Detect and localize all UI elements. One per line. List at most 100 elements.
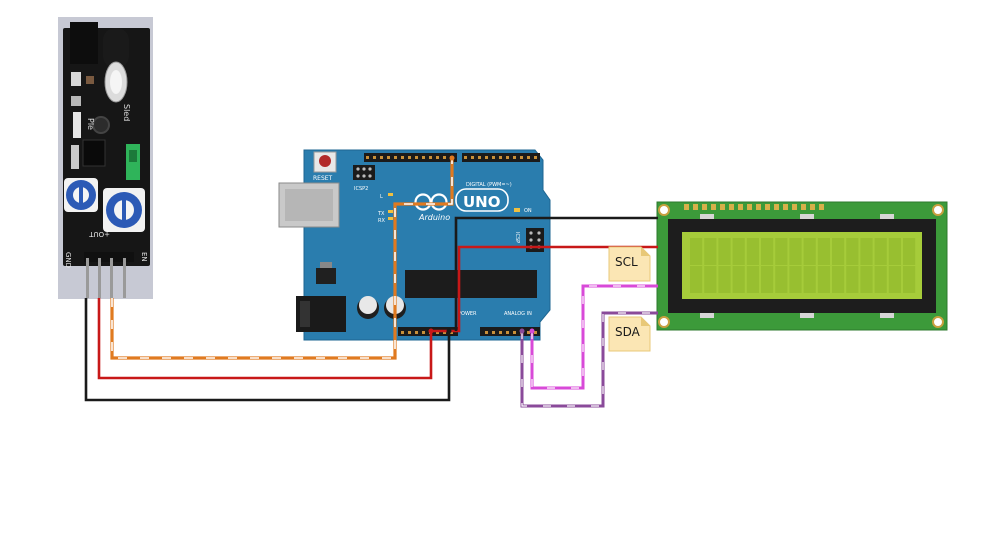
lcd-character-cell	[846, 238, 859, 265]
sensor-ic	[82, 139, 106, 167]
ir-sensor-module: Ple Sled GND +OUT EN	[58, 17, 153, 299]
lcd-pin-header	[684, 204, 824, 210]
lcd-character-cell	[690, 266, 703, 293]
lcd-header-pin	[711, 204, 716, 210]
lcd-character-cell	[746, 238, 759, 265]
lcd-character-cell	[888, 238, 901, 265]
lcd-header-pin	[729, 204, 734, 210]
lcd-header-pin	[684, 204, 689, 210]
potentiometer-left	[64, 178, 98, 212]
led-l-label: L	[380, 194, 383, 200]
lcd-character-cell	[860, 238, 873, 265]
lcd-character-cell	[704, 266, 717, 293]
lcd-header-pin	[774, 204, 779, 210]
wires	[84, 155, 658, 408]
lcd-header-pin	[783, 204, 788, 210]
lcd-character-cell	[803, 238, 816, 265]
lcd-header-pin	[819, 204, 824, 210]
digital-header-upper	[364, 153, 540, 162]
sensor-silk-left: Ple	[86, 118, 95, 130]
lcd-character-cell	[789, 266, 802, 293]
capacitor-1	[357, 296, 379, 319]
lcd-character-cell	[732, 266, 745, 293]
led-l	[388, 193, 393, 196]
wire-black-gnd-sensor	[84, 298, 451, 402]
voltage-regulator	[316, 268, 336, 284]
lcd-character-cell	[860, 266, 873, 293]
lcd-character-cell	[732, 238, 745, 265]
reset-label: RESET	[313, 175, 333, 182]
arduino-brand: Arduino	[418, 213, 450, 222]
lcd-character-cell	[903, 238, 916, 265]
wire-magenta-scl	[530, 284, 658, 390]
arduino-logo	[414, 193, 448, 211]
sensor-pin-1	[86, 258, 89, 298]
lcd-mount-hole-tr	[932, 204, 944, 216]
icsp-label: ICSP	[514, 232, 520, 243]
lcd-character-cell	[718, 238, 731, 265]
wire-red-vcc-lcd	[431, 245, 658, 333]
sensor-pin-en: EN	[140, 252, 148, 262]
arduino-uno-board: RESET ICSP2 DIGITAL (PWM=~) L TX RX Ardu…	[278, 149, 551, 341]
lcd-mount-hole-bl	[658, 316, 670, 328]
scl-label: SCL	[615, 255, 638, 269]
lcd-character-cell	[718, 266, 731, 293]
ir-receiver	[70, 22, 98, 64]
lcd-character-grid	[690, 238, 916, 293]
lcd-mount-hole-tl	[658, 204, 670, 216]
analog-header	[480, 327, 540, 336]
sensor-silk-right: Sled	[122, 104, 131, 121]
icsp2-label: ICSP2	[354, 186, 368, 192]
lcd-mount-hole-br	[932, 316, 944, 328]
sensor-pin-3	[110, 258, 113, 298]
lcd-character-cell	[832, 238, 845, 265]
sensor-pin-out: +OUT	[89, 230, 110, 238]
arduino-model: UNO	[463, 193, 501, 211]
lcd-character-cell	[761, 266, 774, 293]
lcd-header-pin	[747, 204, 752, 210]
lcd-character-cell	[874, 238, 887, 265]
lcd-header-pin	[720, 204, 725, 210]
lcd-character-cell	[817, 266, 830, 293]
power-label: POWER	[458, 311, 477, 317]
lcd-character-cell	[874, 266, 887, 293]
lcd-character-cell	[746, 266, 759, 293]
led-tx	[388, 210, 393, 213]
lcd-character-cell	[704, 238, 717, 265]
wire-red-vcc-sensor	[97, 298, 433, 380]
led-rx-label: RX	[378, 218, 385, 224]
led-tx-label: TX	[377, 211, 385, 217]
lcd-header-pin	[765, 204, 770, 210]
power-header	[398, 327, 458, 336]
lcd-character-cell	[888, 266, 901, 293]
sda-label: SDA	[615, 325, 641, 339]
lcd-character-cell	[846, 266, 859, 293]
atmega-chip	[405, 270, 537, 298]
sda-note: SDA	[608, 316, 651, 352]
wire-black-gnd-lcd	[454, 216, 658, 331]
lcd-header-pin	[801, 204, 806, 210]
lcd-header-pin	[756, 204, 761, 210]
icsp-header	[526, 228, 544, 252]
sensor-pin-2	[98, 258, 101, 298]
lcd-header-pin	[693, 204, 698, 210]
lcd-header-pin	[702, 204, 707, 210]
lcd-character-cell	[775, 266, 788, 293]
on-led	[514, 208, 520, 212]
lcd-character-cell	[803, 266, 816, 293]
on-label: ON	[524, 208, 532, 214]
lcd-character-cell	[789, 238, 802, 265]
digital-label: DIGITAL (PWM=~)	[466, 182, 512, 188]
lcd-character-cell	[775, 238, 788, 265]
mount-hole	[92, 116, 110, 134]
lcd-character-cell	[832, 266, 845, 293]
lcd-character-cell	[761, 238, 774, 265]
lcd-header-pin	[792, 204, 797, 210]
lcd-character-cell	[690, 238, 703, 265]
analog-label: ANALOG IN	[504, 311, 532, 317]
icsp2-header	[353, 165, 375, 180]
sensor-pin-4	[123, 258, 126, 298]
lcd-16x2-module	[656, 201, 948, 331]
sensor-pin-gnd: GND	[64, 252, 72, 268]
